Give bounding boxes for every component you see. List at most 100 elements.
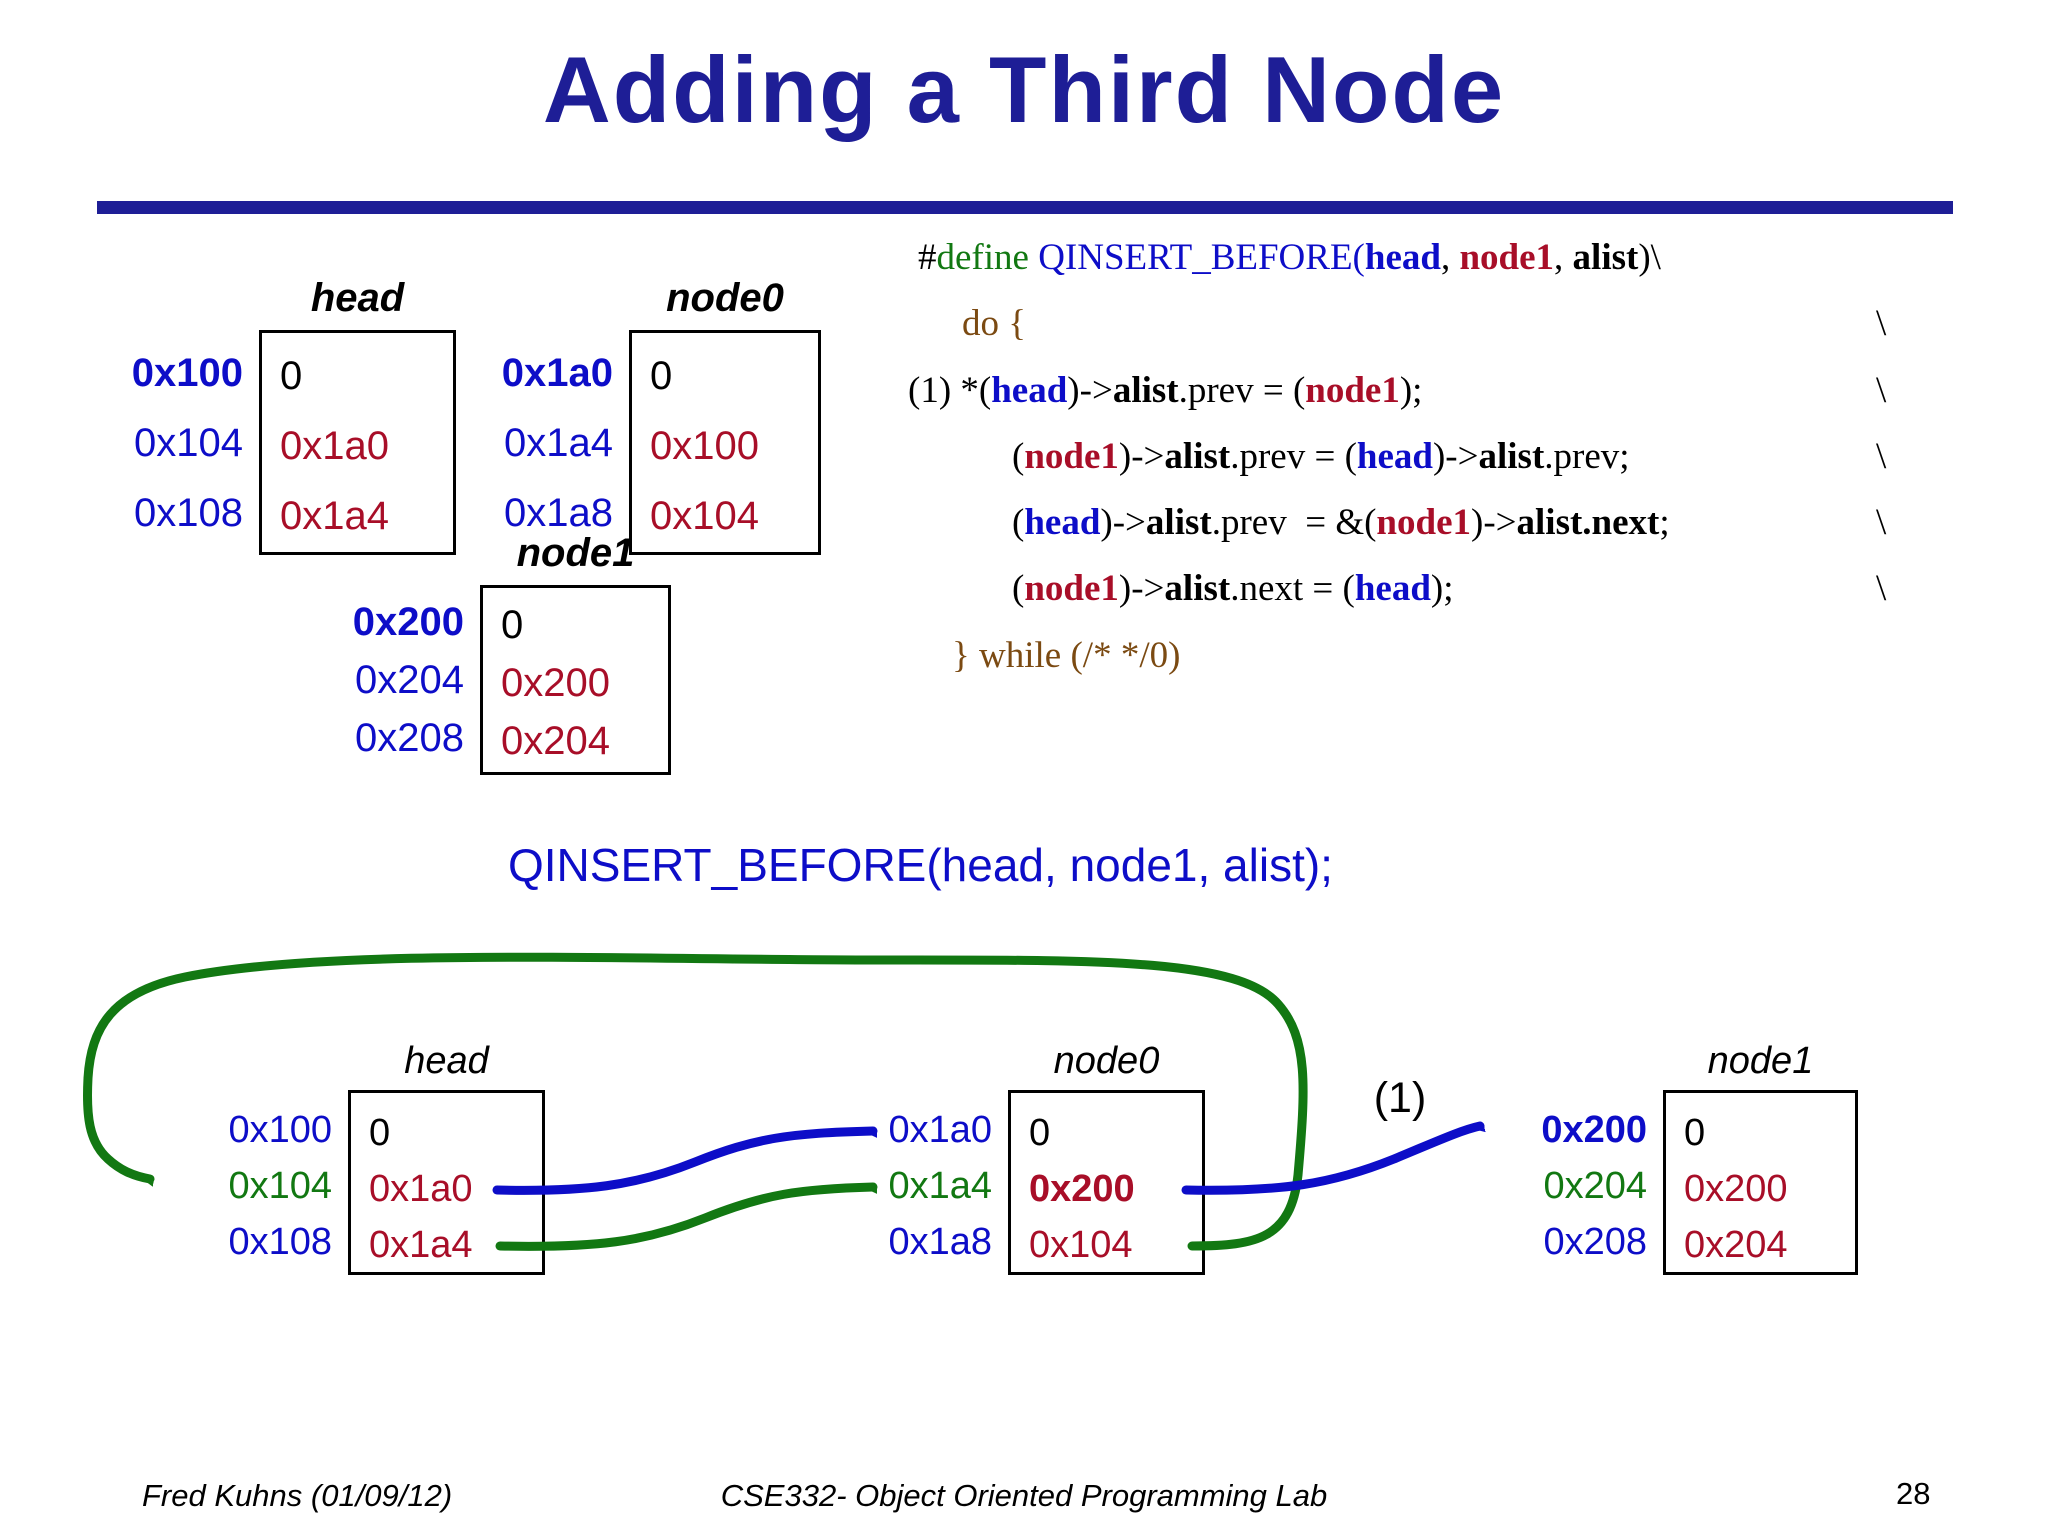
address-label: 0x208	[1543, 1220, 1647, 1263]
value-cell: 0x104	[1029, 1223, 1133, 1266]
footer-author: Fred Kuhns (01/09/12)	[142, 1478, 453, 1513]
address-label: 0x204	[355, 657, 464, 702]
code-token: )->	[1118, 568, 1165, 609]
address-label: 0x100	[228, 1108, 332, 1151]
code-line: do {	[962, 302, 1026, 345]
code-line: (1) *(head)->alist.prev = (node1);	[908, 369, 1422, 412]
code-token: head	[991, 370, 1068, 411]
value-cell: 0x200	[501, 660, 610, 705]
code-token: )->	[1100, 502, 1146, 543]
code-token: ,	[1554, 237, 1573, 278]
table-label: head	[404, 1040, 489, 1082]
value-cell: 0	[1684, 1111, 1706, 1154]
footer-course: CSE332- Object Oriented Programming Lab	[720, 1478, 1328, 1513]
code-line: #define QINSERT_BEFORE(head, node1, alis…	[918, 236, 1661, 279]
code-token: head	[1354, 568, 1431, 609]
value-box: 0 0x1a0 0x1a4	[348, 1090, 545, 1275]
code-token: (	[1012, 568, 1025, 609]
table-label: head	[310, 276, 405, 320]
code-token: alist	[1164, 436, 1231, 477]
code-token: alist	[1145, 502, 1212, 543]
value-cell: 0x204	[501, 718, 610, 763]
value-box: 0 0x200 0x204	[1663, 1090, 1858, 1275]
line-continuation-backslash: \	[1876, 303, 1887, 344]
code-token: ,	[1440, 237, 1460, 278]
footer-page-number: 28	[1896, 1476, 1931, 1511]
code-token: )->	[1432, 436, 1479, 477]
code-token: node1	[1305, 370, 1400, 411]
code-token: #	[918, 237, 937, 278]
table-label: node1	[516, 531, 635, 575]
code-token: } while (/* */0)	[952, 635, 1181, 676]
value-cell: 0x1a0	[369, 1167, 473, 1210]
title-rule	[97, 201, 1953, 214]
code-token: alist	[1112, 370, 1179, 411]
address-label: 0x104	[134, 420, 243, 465]
code-token: )->	[1067, 370, 1113, 411]
code-token: QINSERT_BEFORE(	[1028, 237, 1365, 278]
code-token: .prev = &(	[1211, 502, 1377, 543]
value-cell: 0x1a0	[280, 423, 389, 468]
address-label: 0x1a0	[501, 350, 613, 395]
code-token: .next = (	[1230, 568, 1355, 609]
line-continuation-backslash: \	[1876, 502, 1887, 543]
value-cell: 0x100	[650, 423, 759, 468]
table-label: node1	[1707, 1040, 1814, 1082]
step-1-label: (1)	[1373, 1074, 1427, 1122]
memory-table-node1-bottom: node1 0x200 0x204 0x208 0 0x200 0x204	[1493, 1040, 1858, 1275]
code-token: node1	[1024, 436, 1119, 477]
address-label: 0x108	[134, 490, 243, 535]
code-token: )->	[1471, 502, 1517, 543]
arrow-head-prev-to-node0	[495, 1182, 878, 1251]
address-label: 0x100	[131, 350, 243, 395]
line-continuation-backslash: \	[1876, 436, 1887, 477]
code-token: alist	[1572, 237, 1639, 278]
macro-call-text: QINSERT_BEFORE(head, node1, alist);	[508, 839, 1333, 891]
slide-title: Adding a Third Node	[542, 37, 1506, 142]
code-line: (node1)->alist.next = (head);	[1012, 567, 1454, 610]
code-token: head	[1364, 237, 1441, 278]
address-label: 0x208	[355, 715, 464, 760]
code-token: do {	[962, 303, 1027, 344]
code-token: (	[1012, 436, 1025, 477]
code-token: node1	[1459, 237, 1555, 278]
value-cell: 0x200	[1684, 1167, 1788, 1210]
address-label: 0x204	[1543, 1164, 1647, 1207]
arrow-head-next-to-node0	[492, 1126, 878, 1195]
address-column: 0x200 0x204 0x208	[318, 593, 480, 767]
line-continuation-backslash: \	[1876, 370, 1887, 411]
code-token: alist.next	[1516, 502, 1660, 543]
code-token: define	[936, 237, 1029, 278]
address-column: 0x100 0x104 0x108	[178, 1102, 348, 1270]
code-token: .prev = (	[1178, 370, 1306, 411]
code-token: (	[1012, 502, 1025, 543]
value-cell: 0x204	[1684, 1223, 1788, 1266]
address-label: 0x200	[352, 599, 464, 644]
value-cell: 0	[369, 1111, 391, 1154]
address-label: 0x1a4	[888, 1164, 992, 1207]
code-token: )->	[1118, 436, 1165, 477]
address-label: 0x104	[228, 1164, 332, 1207]
code-token: alist	[1478, 436, 1545, 477]
code-token: )\	[1638, 237, 1661, 278]
address-label: 0x1a8	[888, 1220, 992, 1263]
code-token: head	[1024, 502, 1101, 543]
value-cell: 0	[650, 353, 673, 398]
address-label: 0x108	[228, 1220, 332, 1263]
table-label: node0	[666, 276, 784, 320]
value-cell: 0x200	[1029, 1167, 1135, 1210]
code-token: alist	[1164, 568, 1231, 609]
value-cell: 0x1a4	[369, 1223, 473, 1266]
code-token: );	[1430, 568, 1454, 609]
